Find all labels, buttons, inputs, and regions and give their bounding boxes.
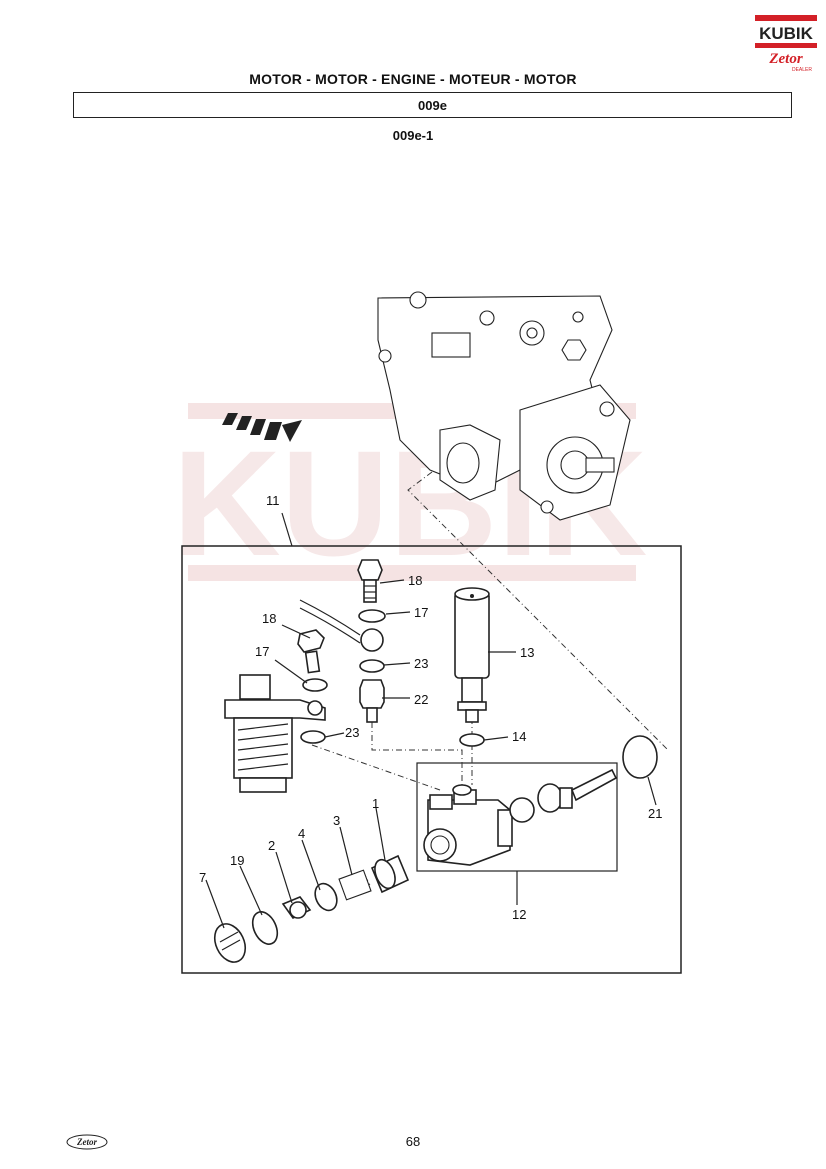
footer-logo-text: Zetor (76, 1137, 97, 1147)
assembly-frame (181, 545, 682, 974)
callout-14: 14 (512, 729, 526, 744)
kubik-zetor-logo: KUBIK Zetor DEALER (755, 15, 817, 73)
callout-23-lower: 23 (345, 725, 359, 740)
callout-17-lower: 17 (255, 644, 269, 659)
fuel-pipe (299, 599, 384, 652)
part-12-pump-housing (423, 768, 618, 866)
part-3-spring (338, 869, 372, 901)
part-21-o-ring (622, 735, 658, 779)
part-18-banjo-bolt-lower (297, 629, 325, 674)
callout-23-upper: 23 (414, 656, 428, 671)
part-13-hand-primer (454, 587, 490, 723)
callout-1: 1 (372, 796, 379, 811)
callout-4: 4 (298, 826, 305, 841)
callout-19: 19 (230, 853, 244, 868)
callout-18-lower: 18 (262, 611, 276, 626)
callout-2: 2 (268, 838, 275, 853)
part-14-washer (459, 733, 485, 747)
callout-12: 12 (512, 907, 526, 922)
part-1-sleeve (370, 854, 410, 894)
zetor-footer-logo: Zetor (66, 1134, 108, 1150)
injection-pump-housing (377, 291, 631, 521)
direction-arrow-icon (222, 413, 302, 442)
callout-17-upper: 17 (414, 605, 428, 620)
callout-22: 22 (414, 692, 428, 707)
logo-dealer-text: DEALER (792, 67, 812, 73)
part-17-washer-upper (358, 609, 386, 623)
callout-7: 7 (199, 870, 206, 885)
part-7-plug (213, 923, 247, 963)
part-22-fitting (359, 679, 385, 723)
section-code-box: 009e (73, 92, 792, 118)
part-19-o-ring (251, 911, 279, 945)
part-2-valve (281, 896, 312, 920)
callout-21: 21 (648, 806, 662, 821)
part-23-washer-upper (359, 659, 385, 673)
leader-lines (205, 512, 657, 929)
feed-pump-body (224, 674, 326, 793)
callout-3: 3 (333, 813, 340, 828)
part-4-washer (314, 882, 338, 912)
section-code: 009e (418, 97, 447, 113)
logo-subbrand-text: Zetor (768, 51, 802, 67)
page-title: MOTOR - MOTOR - ENGINE - MOTEUR - MOTOR (249, 71, 577, 87)
callout-13: 13 (520, 645, 534, 660)
logo-brand-text: KUBIK (759, 24, 814, 43)
diagram-code: 009e-1 (392, 128, 434, 143)
part-23-washer-lower (300, 730, 326, 744)
part-17-washer-lower (302, 678, 328, 692)
callout-18-upper: 18 (408, 573, 422, 588)
page-number: 68 (405, 1134, 421, 1149)
callout-labels: 11 18 17 18 17 23 13 22 23 14 21 1 3 4 2… (199, 493, 662, 922)
part-18-banjo-bolt-upper (357, 559, 383, 603)
callout-11: 11 (266, 493, 280, 508)
